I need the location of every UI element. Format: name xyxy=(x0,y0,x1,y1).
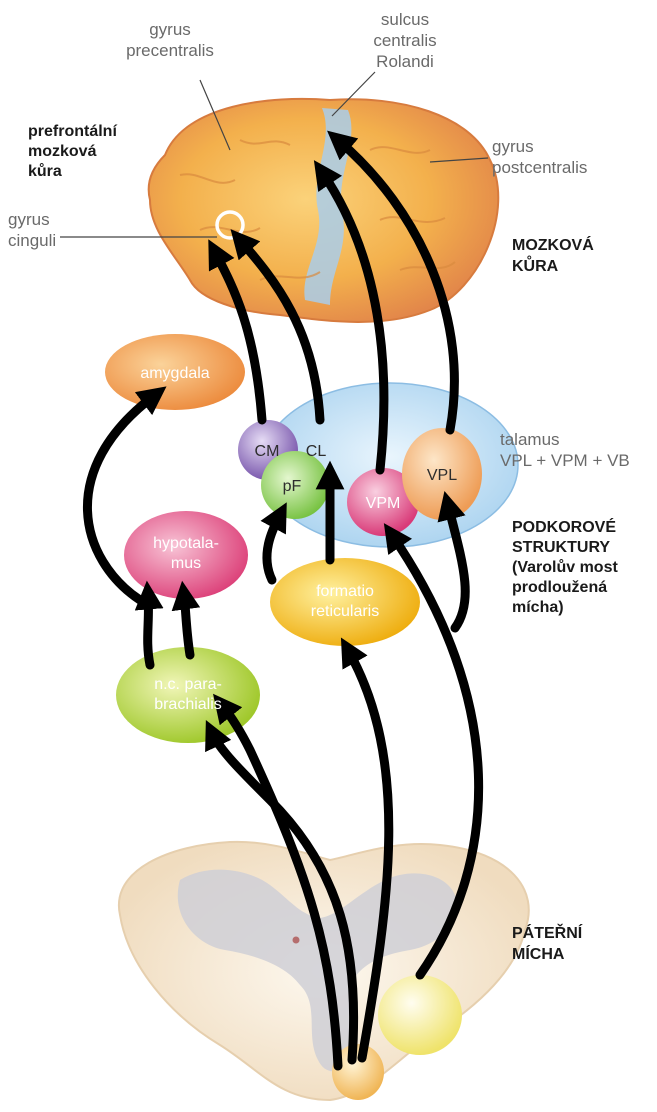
pf-label: pF xyxy=(283,478,302,495)
label-thalamus-1: talamus xyxy=(500,430,560,449)
arrow-parabrachialis-to-hypothalamus-2 xyxy=(184,595,190,655)
label-sulcus-2: centralis xyxy=(373,31,436,50)
label-sulcus-1: sulcus xyxy=(381,10,429,29)
label-prefrontal-2: mozková xyxy=(28,143,97,160)
amygdala-label: amygdala xyxy=(140,365,209,382)
label-prefrontal-1: prefrontální xyxy=(28,123,117,140)
label-postcentralis-2: postcentralis xyxy=(492,158,587,177)
label-gyrus-precentralis-1: gyrus xyxy=(149,20,191,39)
label-spinal-2: MÍCHA xyxy=(512,944,565,963)
vpl-label: VPL xyxy=(427,467,457,484)
dorsal-root-ganglion-large xyxy=(378,975,462,1055)
vpm-label: VPM xyxy=(366,495,401,512)
label-cinguli-2: cinguli xyxy=(8,231,56,250)
parabrachialis-label-2: brachialis xyxy=(154,696,222,713)
label-thalamus-2: VPL + VPM + VB xyxy=(500,451,630,470)
label-subcortical-2: STRUKTURY xyxy=(512,539,610,556)
label-prefrontal-3: kůra xyxy=(28,163,62,180)
formatio-label-2: reticularis xyxy=(311,603,379,620)
hypothalamus-label-1: hypotala- xyxy=(153,535,219,552)
label-cortex-1: MOZKOVÁ xyxy=(512,235,594,254)
cl-label: CL xyxy=(306,443,327,460)
parabrachialis-label-1: n.c. para- xyxy=(154,676,222,693)
label-subcortical-5: mícha) xyxy=(512,599,564,616)
formatio-label-1: formatio xyxy=(316,583,374,600)
label-cortex-2: KŮRA xyxy=(512,255,559,275)
label-cinguli-1: gyrus xyxy=(8,210,50,229)
hypothalamus-label-2: mus xyxy=(171,555,201,572)
label-gyrus-precentralis-2: precentralis xyxy=(126,41,214,60)
label-subcortical-1: PODKOROVÉ xyxy=(512,517,616,536)
arrow-formatio-to-pf xyxy=(267,515,280,580)
label-subcortical-4: prodloužená xyxy=(512,579,607,596)
formatio-reticularis-node xyxy=(270,558,420,646)
cm-label: CM xyxy=(255,443,280,460)
label-spinal-1: PÁTEŘNÍ xyxy=(512,923,583,942)
label-postcentralis-1: gyrus xyxy=(492,137,534,156)
label-sulcus-3: Rolandi xyxy=(376,52,434,71)
brain-cortex xyxy=(149,99,499,322)
arrow-parabrachialis-to-hypothalamus-1 xyxy=(148,595,150,665)
label-subcortical-3: (Varolův most xyxy=(512,559,618,576)
